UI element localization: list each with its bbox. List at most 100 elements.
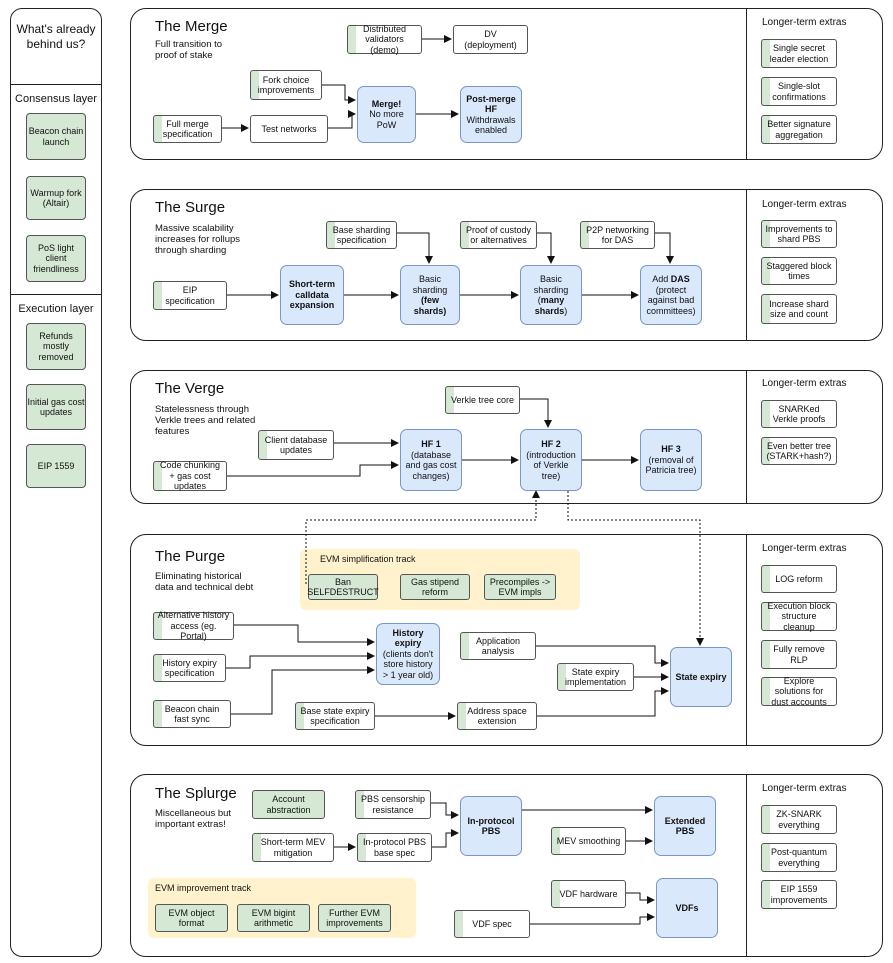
dv-deployment: DV (deployment) xyxy=(453,25,528,54)
extras-divider xyxy=(746,190,747,340)
arrow xyxy=(397,232,433,264)
merge-title: The Merge xyxy=(155,18,228,35)
application-analysis: Application analysis xyxy=(460,632,536,660)
state-expiry: State expiry xyxy=(670,647,732,707)
short-term-calldata-expansion: Short-term calldata expansion xyxy=(280,265,344,325)
arrow xyxy=(520,398,552,428)
verge-extras-title: Longer-term extras xyxy=(762,378,847,389)
evm-bigint-arithmetic: EVM bigint arithmetic xyxy=(237,904,310,932)
add-das: Add DAS (protect against bad committees) xyxy=(640,265,702,325)
consensus-layer-label: Consensus layer xyxy=(15,93,97,105)
arrow xyxy=(431,802,459,819)
eip-1559: EIP 1559 xyxy=(26,444,86,488)
sidebar-title: What's already behind us? xyxy=(16,22,96,51)
extended-pbs: Extended PBS xyxy=(654,796,716,856)
splurge-title: The Splurge xyxy=(155,785,237,802)
mev-smoothing: MEV smoothing xyxy=(551,827,626,855)
merge-extras-title: Longer-term extras xyxy=(762,17,847,28)
beacon-chain-launch: Beacon chain launch xyxy=(26,113,86,160)
execution-layer-label: Execution layer xyxy=(18,303,94,315)
arrow xyxy=(536,645,669,667)
sidebar-divider xyxy=(10,84,102,85)
arrow xyxy=(432,829,459,848)
arrow xyxy=(530,913,655,925)
short-term-mev-mitigation: Short-term MEV mitigation xyxy=(252,833,334,862)
surge-extras-title: Longer-term extras xyxy=(762,199,847,210)
beacon-chain-fast-sync: Beacon chain fast sync xyxy=(153,700,231,728)
proof-of-custody: Proof of custody or alternatives xyxy=(460,221,537,249)
basic-sharding-many: Basic sharding (many shards) xyxy=(520,265,582,325)
arrow xyxy=(328,110,356,129)
extras-divider xyxy=(746,535,747,745)
base-sharding-spec: Base sharding specification xyxy=(326,221,397,249)
extras-divider xyxy=(746,9,747,159)
fork-choice-improvements: Fork choice improvements xyxy=(250,70,322,100)
distributed-validators: Distributed validators (demo) xyxy=(347,24,422,55)
alternative-history-access: Alternative history access (eg. Portal) xyxy=(153,610,234,641)
gas-stipend-reform: Gas stipend reform xyxy=(400,574,470,600)
eip-specification: EIP specification xyxy=(153,281,227,310)
gas-cost-updates: Initial gas cost updates xyxy=(26,384,86,430)
arrow xyxy=(234,624,375,646)
purge-subtitle: Eliminating historical data and technica… xyxy=(155,571,254,593)
purge-extra: Fully remove RLP xyxy=(761,640,837,669)
arrow-dotted xyxy=(567,491,704,646)
surge-section xyxy=(130,189,883,341)
history-expiry: History expiry (clients don't store hist… xyxy=(376,623,440,685)
evm-improvement-track-label: EVM improvement track xyxy=(155,883,252,893)
verge-hf2: HF 2 (introduction of Verkle tree) xyxy=(520,429,582,491)
verge-extra: Even better tree (STARK+hash?) xyxy=(761,437,837,465)
purge-extra: Explore solutions for dust accounts xyxy=(761,676,837,707)
p2p-networking-das: P2P networking for DAS xyxy=(580,221,655,249)
splurge-extra: ZK-SNARK everything xyxy=(761,805,837,834)
evm-object-format: EVM object format xyxy=(155,904,228,932)
purge-extras-title: Longer-term extras xyxy=(762,543,847,554)
in-protocol-pbs: In-protocol PBS xyxy=(460,796,522,856)
sidebar-divider xyxy=(10,294,102,295)
precompiles-evm: Precompiles -> EVM impls xyxy=(484,574,556,600)
merge-extra: Single secret leader election xyxy=(761,39,837,68)
splurge-subtitle: Miscellaneous but important extras! xyxy=(155,808,232,830)
account-abstraction: Account abstraction xyxy=(252,790,325,819)
arrow-dotted xyxy=(305,490,540,584)
arrow xyxy=(537,232,555,264)
refunds-removed: Refunds mostly removed xyxy=(26,323,86,370)
further-evm-improvements: Further EVM improvements xyxy=(318,904,391,932)
arrow xyxy=(655,232,674,264)
in-protocol-pbs-base-spec: In-protocol PBS base spec xyxy=(357,833,432,862)
merge-extra: Better signature aggregation xyxy=(761,115,837,144)
verge-title: The Verge xyxy=(155,380,225,397)
basic-sharding-few: Basic sharding (few shards) xyxy=(400,265,460,325)
full-merge-specification: Full merge specification xyxy=(153,115,222,143)
extras-divider xyxy=(746,371,747,503)
state-expiry-implementation: State expiry implementation xyxy=(557,663,634,691)
merge-extra: Single-slot confirmations xyxy=(761,77,837,106)
surge-title: The Surge xyxy=(155,199,226,216)
verge-extra: SNARKed Verkle proofs xyxy=(761,400,837,428)
purge-extra: Execution block structure cleanup xyxy=(761,601,837,632)
pbs-censorship-resistance: PBS censorship resistance xyxy=(355,790,431,819)
altair-fork: Warmup fork (Altair) xyxy=(26,176,86,220)
surge-extra: Improvements to shard PBS xyxy=(761,220,837,248)
splurge-extras-title: Longer-term extras xyxy=(762,783,847,794)
purge-extra: LOG reform xyxy=(761,565,837,593)
base-state-expiry-spec: Base state expiry specification xyxy=(295,702,375,730)
test-networks: Test networks xyxy=(250,115,328,143)
ban-selfdestruct: Ban SELFDESTRUCT xyxy=(307,574,379,600)
merge-node: Merge! No more PoW xyxy=(357,86,416,143)
purge-title: The Purge xyxy=(155,548,226,565)
verge-hf1: HF 1 (database and gas cost changes) xyxy=(400,429,462,491)
surge-extra: Increase shard size and count xyxy=(761,294,837,324)
arrow xyxy=(226,652,375,669)
merge-subtitle: Full transition to proof of stake xyxy=(155,39,223,61)
extras-divider xyxy=(746,775,747,956)
arrow xyxy=(626,892,655,904)
verge-hf3: HF 3 (removal of Patricia tree) xyxy=(640,429,702,491)
evm-simplification-track-label: EVM simplification track xyxy=(320,554,416,564)
verkle-tree-core: Verkle tree core xyxy=(445,386,520,414)
surge-extra: Staggered block times xyxy=(761,257,837,285)
history-expiry-spec: History expiry specification xyxy=(153,654,226,682)
client-database-updates: Client database updates xyxy=(258,430,334,460)
arrow xyxy=(322,84,356,104)
